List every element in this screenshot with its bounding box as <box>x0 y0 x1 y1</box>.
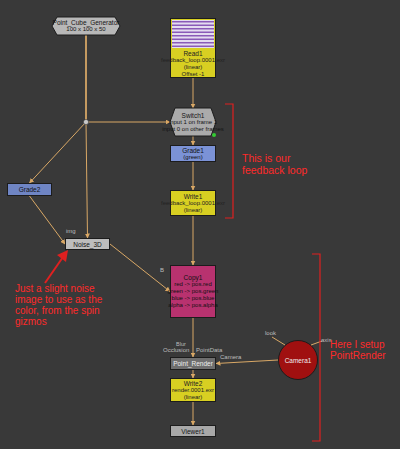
connector <box>193 402 194 425</box>
node-name: Camera1 <box>285 357 312 364</box>
node-label: render.0001.exr <box>172 387 214 394</box>
thumbnail-stripe <box>172 39 214 41</box>
input-label: Occlusion <box>163 347 189 354</box>
connector <box>193 162 194 190</box>
annotation-note: Just a slight noise image to use as the … <box>15 283 109 327</box>
input-stub <box>311 341 322 345</box>
thumbnail-stripe <box>172 32 214 34</box>
node-label: feedback_loop.0001.exr <box>161 200 225 207</box>
connector <box>86 35 88 238</box>
connector <box>30 35 87 183</box>
red-bracket <box>312 254 320 441</box>
node-name: Write1 <box>184 193 203 200</box>
node-name: Grade1 <box>182 147 204 154</box>
node-label: input 0 on other frames <box>162 126 224 133</box>
thumbnail-bg <box>172 20 214 48</box>
node-name: Write2 <box>184 380 203 387</box>
node-name: Read1 <box>183 50 202 57</box>
node-name: Viewer1 <box>181 428 204 435</box>
thumbnail-stripe <box>172 42 214 44</box>
node-name: Switch1 <box>182 112 205 119</box>
callout-arrow-head <box>57 250 68 262</box>
switch-node: Switch1input 1 on frame 1input 0 on othe… <box>170 108 216 136</box>
edge-label: Camera <box>220 354 241 361</box>
connector <box>193 78 194 108</box>
edge-label: PointData <box>196 347 222 354</box>
node-name: Copy1 <box>184 274 203 281</box>
node-label: Offset -1 <box>182 71 205 78</box>
annotation-note: This is our feedback loop <box>242 152 316 176</box>
node-name: Point_Cube_Generator <box>53 19 120 26</box>
node-label: (linear) <box>184 64 203 71</box>
thumbnail-stripe <box>172 21 214 23</box>
node-label: (linear) <box>184 394 203 401</box>
hexagon-shape <box>52 17 120 35</box>
input-label: look <box>265 330 276 337</box>
node-name: Point_Render <box>173 360 213 367</box>
viewer-node: Viewer1 <box>170 425 216 437</box>
node-label: input 1 on frame 1 <box>169 119 217 126</box>
node-label: (linear) <box>184 207 203 214</box>
connector <box>193 370 194 378</box>
connector <box>110 244 170 292</box>
edge-label: img <box>66 228 76 235</box>
node-label: (green) <box>183 154 202 161</box>
camera-node: Camera1 <box>278 340 318 380</box>
dot-node <box>83 119 88 124</box>
render-node: Point_Render <box>170 357 216 370</box>
node-name: Grade2 <box>19 186 41 193</box>
connector <box>193 136 194 145</box>
connector <box>193 318 194 357</box>
thumbnail-stripe <box>172 28 214 30</box>
callout-arrow <box>45 257 63 283</box>
grade-node: Grade2 <box>7 183 52 196</box>
input-label: Blur <box>176 341 186 347</box>
node-name: Noise_3D <box>73 241 102 248</box>
edge-label: B <box>160 267 164 274</box>
switch-indicator <box>212 133 216 137</box>
grade-node: Grade1(green) <box>170 145 216 162</box>
thumbnail-stripe <box>172 25 214 27</box>
read-thumbnail <box>172 20 214 48</box>
node-label: alpha -> pos.alpha <box>168 302 218 309</box>
read-node: Read1feedback_loop.0001.exr(linear)Offse… <box>170 18 216 78</box>
write-node: Write1feedback_loop.0001.exr(linear) <box>170 190 216 216</box>
write-node: Write2render.0001.exr(linear) <box>170 378 216 402</box>
node-label: blue -> pos.blue <box>172 295 215 302</box>
connector <box>216 360 278 364</box>
connector <box>193 216 194 265</box>
red-bracket <box>225 104 233 218</box>
node-label: 100 x 100 x 50 <box>66 26 105 33</box>
generator-node: Point_Cube_Generator100 x 100 x 50 <box>52 17 120 35</box>
node-label: red -> pos.red <box>174 281 212 288</box>
noise-node: Noise_3D <box>65 238 110 250</box>
annotation-note: Here I setup PointRender <box>330 339 394 361</box>
circle-shape <box>279 341 318 380</box>
node-label: feedback_loop.0001.exr <box>161 57 225 64</box>
node-label: green -> pos.green <box>168 288 219 295</box>
connector <box>30 196 66 244</box>
input-stub <box>272 337 285 345</box>
copy-node: Copy1red -> pos.redgreen -> pos.greenblu… <box>170 265 216 318</box>
connector <box>86 35 170 122</box>
thumbnail-stripe <box>172 46 214 48</box>
thumbnail-stripe <box>172 35 214 37</box>
